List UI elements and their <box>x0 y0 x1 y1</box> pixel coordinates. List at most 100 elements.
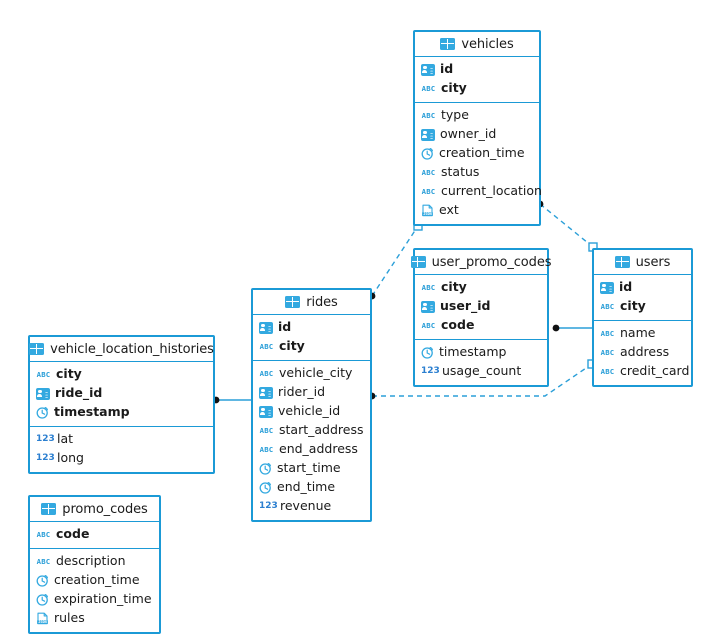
column-row-promo_codes-description[interactable]: ABC description <box>30 552 159 571</box>
column-row-vehicle_location_histories-ride_id[interactable]: ride_id <box>30 384 213 403</box>
column-row-vehicles-id[interactable]: id <box>415 60 539 79</box>
primary-key-id-icon <box>600 281 614 294</box>
column-name: city <box>56 366 82 382</box>
table-header-vehicle_location_histories[interactable]: vehicle_location_histories <box>29 337 214 362</box>
timestamp-clock-icon <box>36 593 49 606</box>
column-row-rides-end_time[interactable]: end_time <box>253 478 370 497</box>
edge-upc-to-users[interactable] <box>552 324 592 332</box>
column-name: description <box>56 553 126 569</box>
column-row-rides-start_time[interactable]: start_time <box>253 459 370 478</box>
string-abc-icon: ABC <box>421 321 436 330</box>
column-name: creation_time <box>54 572 140 588</box>
column-name: ride_id <box>55 385 103 401</box>
column-row-promo_codes-code[interactable]: ABC code <box>30 525 159 544</box>
column-row-rides-vehicle_id[interactable]: vehicle_id <box>253 402 370 421</box>
number-123-icon: 123 <box>259 501 278 511</box>
edge-vlh-to-rides[interactable] <box>212 396 251 404</box>
column-name: name <box>620 325 656 341</box>
column-name: type <box>441 107 469 123</box>
column-row-vehicles-owner_id[interactable]: owner_id <box>415 125 539 144</box>
column-row-user_promo_codes-user_id[interactable]: user_id <box>415 297 547 316</box>
timestamp-clock-icon <box>36 406 49 419</box>
column-name: revenue <box>280 498 332 514</box>
column-row-user_promo_codes-timestamp[interactable]: timestamp <box>415 343 547 362</box>
column-name: address <box>620 344 670 360</box>
number-123-icon: 123 <box>421 366 440 376</box>
string-abc-icon: ABC <box>259 369 274 378</box>
string-abc-icon: ABC <box>600 348 615 357</box>
column-row-promo_codes-rules[interactable]: JSON rules <box>30 609 159 628</box>
svg-text:JSON: JSON <box>38 620 46 624</box>
column-name: start_address <box>279 422 364 438</box>
table-title: promo_codes <box>62 501 148 517</box>
column-name: rider_id <box>278 384 326 400</box>
string-abc-icon: ABC <box>36 530 51 539</box>
column-name: credit_card <box>620 363 690 379</box>
timestamp-clock-icon <box>259 481 272 494</box>
column-row-promo_codes-expiration_time[interactable]: expiration_time <box>30 590 159 609</box>
column-name: city <box>279 338 305 354</box>
timestamp-clock-icon <box>36 574 49 587</box>
table-header-rides[interactable]: rides <box>253 290 370 315</box>
column-row-vehicles-creation_time[interactable]: creation_time <box>415 144 539 163</box>
column-name: rules <box>54 610 85 626</box>
column-name: city <box>441 80 467 96</box>
column-row-rides-id[interactable]: id <box>253 318 370 337</box>
timestamp-clock-icon <box>421 346 434 359</box>
columns-section-promo_codes: ABC description creation_time expiration_ti… <box>30 548 159 632</box>
column-name: city <box>620 298 646 314</box>
table-header-users[interactable]: users <box>594 250 691 275</box>
edge-vehicles-to-users[interactable] <box>536 200 598 252</box>
table-title: vehicles <box>461 36 514 52</box>
table-header-vehicles[interactable]: vehicles <box>415 32 539 57</box>
string-abc-icon: ABC <box>421 187 436 196</box>
column-row-users-id[interactable]: id <box>594 278 691 297</box>
column-row-rides-rider_id[interactable]: rider_id <box>253 383 370 402</box>
column-row-users-address[interactable]: ABC address <box>594 343 691 362</box>
edge-endpoint-dot <box>552 324 560 332</box>
column-name: code <box>56 526 90 542</box>
column-name: vehicle_id <box>278 403 341 419</box>
column-name: usage_count <box>442 363 522 379</box>
table-title: rides <box>306 294 338 310</box>
primary-key-id-icon <box>259 405 273 418</box>
string-abc-icon: ABC <box>259 445 274 454</box>
json-document-icon: JSON <box>36 612 49 625</box>
column-row-promo_codes-creation_time[interactable]: creation_time <box>30 571 159 590</box>
table-header-user_promo_codes[interactable]: user_promo_codes <box>410 250 551 275</box>
string-abc-icon: ABC <box>36 557 51 566</box>
column-row-vehicle_location_histories-timestamp[interactable]: timestamp <box>30 403 213 422</box>
table-header-promo_codes[interactable]: promo_codes <box>30 497 159 522</box>
